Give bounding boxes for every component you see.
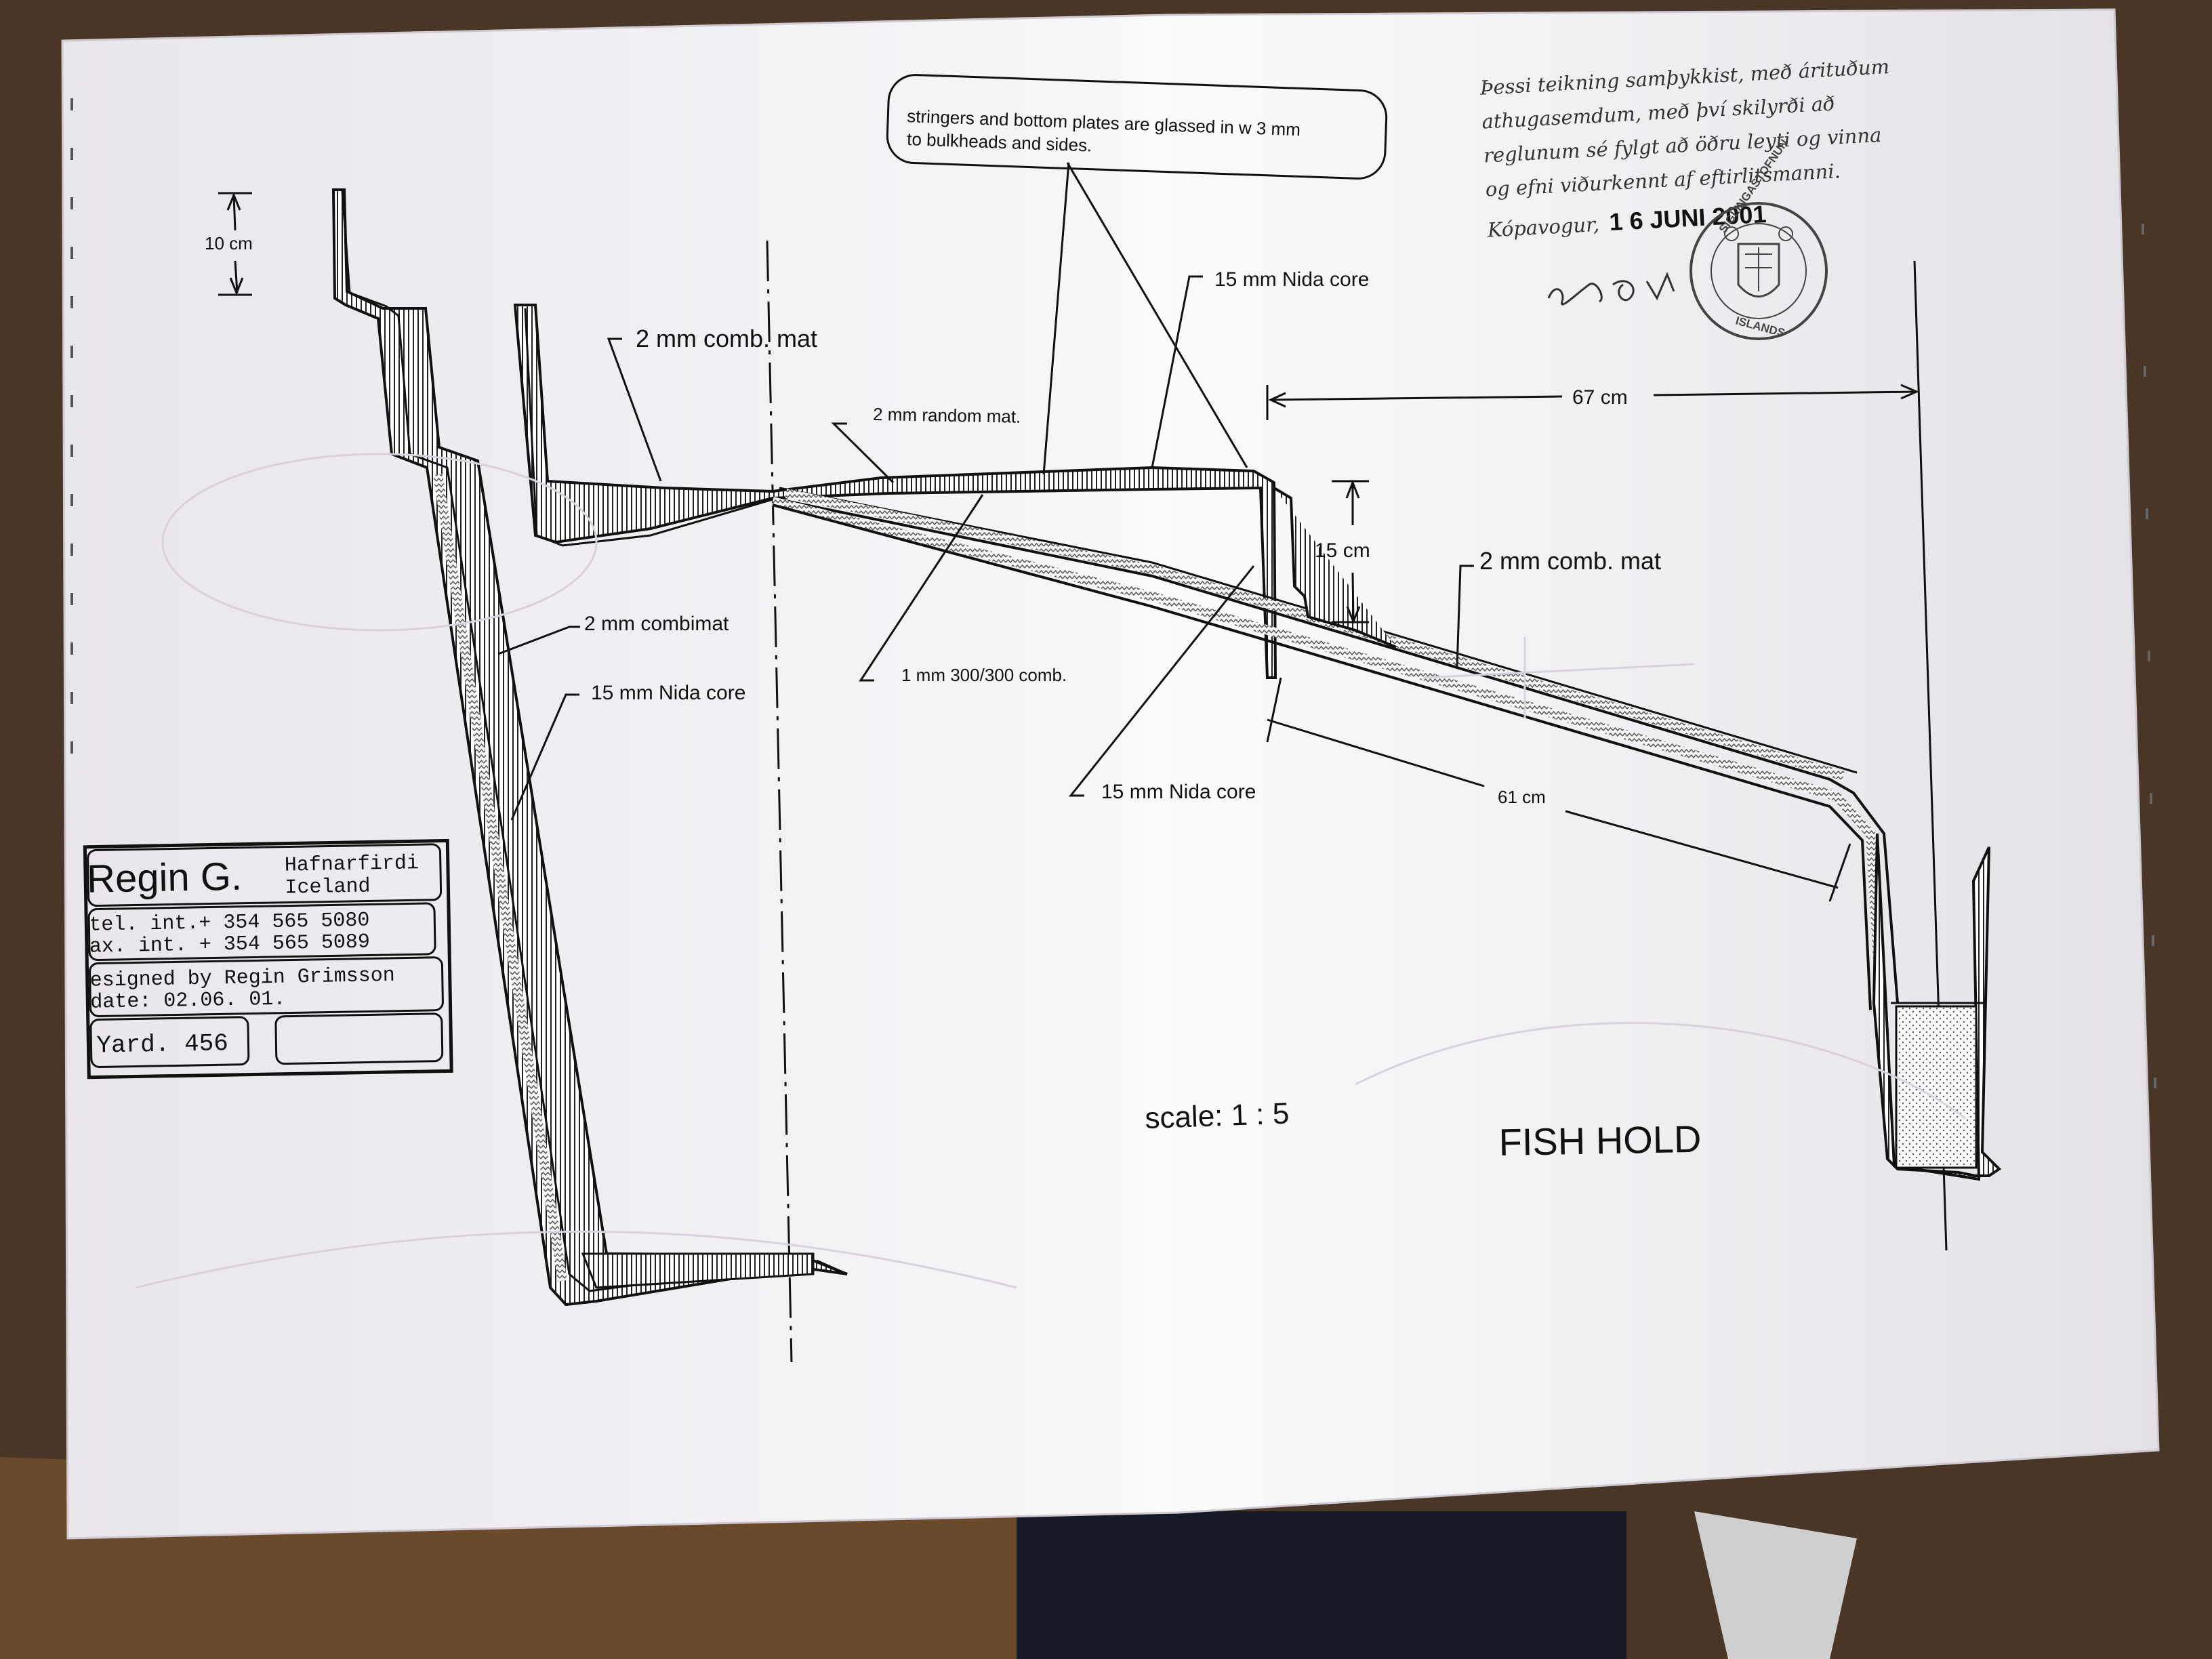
title-block-date: date: 02.06. 01. [90,988,286,1015]
dark-cloth [1017,1511,1626,1659]
label-random-mat: 2 mm random mat. [873,404,1021,427]
label-combimat: 2 mm combimat [584,613,729,635]
title-block-tel: tel. int.+ 354 565 5080 [89,909,370,937]
dimension-15cm-label: 15 cm [1315,539,1370,562]
dimension-61cm-label: 61 cm [1498,787,1546,807]
center-bottom-structure [513,304,1899,1010]
title-block-fax: ax. int. + 354 565 5089 [89,930,371,958]
label-nida-left: 15 mm Nida core [591,682,745,704]
drawing-scale: scale: 1 : 5 [1145,1097,1290,1135]
title-block: Regin G. Hafnarfirdi Iceland tel. int.+ … [83,838,453,1080]
title-block-city: Hafnarfirdi [285,852,419,877]
drawing-title: FISH HOLD [1498,1118,1702,1164]
left-hull-side [331,188,848,1307]
label-comb-mat-left: 2 mm comb. mat [636,325,817,352]
perforation-marks-right [2142,224,2156,1088]
title-block-yard: Yard. 456 [96,1029,228,1059]
label-comb-300: 1 mm 300/300 comb. [901,665,1067,685]
dimension-10cm [218,192,252,296]
title-block-country: Iceland [285,875,371,899]
dimension-67cm [1266,384,1919,420]
title-block-name: Regin G. [87,855,243,901]
show-through-marks [135,453,1966,1289]
signature [1547,272,1675,306]
note-box [886,74,1388,180]
dimension-10cm-label: 10 cm [205,233,253,253]
label-nida-top: 15 mm Nida core [1214,268,1369,291]
title-block-designer: esigned by Regin Grimsson [89,964,395,993]
centerline [766,240,793,1363]
label-comb-mat-right: 2 mm comb. mat [1479,547,1661,575]
label-nida-bottom: 15 mm Nida core [1101,781,1256,803]
paper-sheet [61,8,2160,1540]
dimension-15cm [1332,479,1369,624]
device-corner [1694,1511,1857,1659]
right-well [1872,833,2002,1181]
leader-lines [497,162,1474,821]
dimension-61cm [1266,677,1851,902]
dimension-67cm-label: 67 cm [1572,386,1628,409]
perforation-marks [70,98,73,754]
